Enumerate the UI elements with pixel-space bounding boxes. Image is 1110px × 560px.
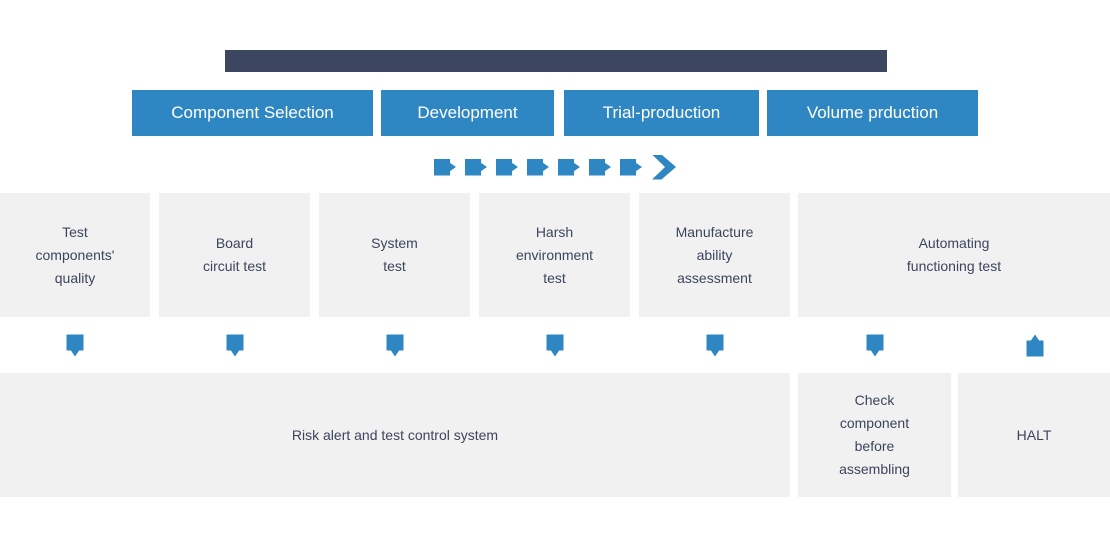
test-box-system-test: System test (319, 193, 470, 317)
square-arrow-right-icon (620, 158, 642, 176)
timeline-bar (225, 50, 887, 72)
test-box-components-quality: Test components' quality (0, 193, 150, 317)
square-arrow-up-icon (1027, 335, 1044, 357)
test-box-label: Manufacture ability assessment (675, 223, 754, 286)
square-arrow-right-icon (434, 158, 456, 176)
square-arrow-right-icon (496, 158, 518, 176)
square-arrow-down-icon (387, 335, 404, 357)
bottom-box-label: Check component before assembling (839, 392, 910, 477)
square-arrow-right-icon (527, 158, 549, 176)
phase-label: Development (417, 103, 518, 122)
square-arrow-down-icon (547, 335, 564, 357)
chevron-right-icon (652, 154, 676, 180)
bottom-box-halt: HALT (958, 373, 1110, 497)
test-box-label: Board circuit test (202, 235, 266, 274)
phase-label: Volume prduction (806, 103, 939, 122)
test-box-label: System test (371, 235, 418, 274)
square-arrow-down-icon (867, 335, 884, 357)
test-box-label: Test components' quality (35, 223, 115, 286)
square-arrow-right-icon (589, 158, 611, 176)
flow-arrow-strip (0, 154, 1110, 180)
test-box-label: Automating functioning test (906, 235, 1002, 274)
phase-button-development[interactable]: Development (381, 90, 554, 136)
test-box-board-circuit-test: Board circuit test (159, 193, 310, 317)
test-box-manufacture-ability: Manufacture ability assessment (639, 193, 790, 317)
square-arrow-down-icon (707, 335, 724, 357)
bottom-box-label: HALT (1016, 426, 1052, 443)
square-arrow-right-icon (465, 158, 487, 176)
phase-label: Component Selection (171, 103, 334, 122)
phase-label: Trial-production (602, 103, 721, 122)
bottom-box-label: Risk alert and test control system (291, 426, 499, 443)
square-arrow-right-icon (558, 158, 580, 176)
square-arrow-down-icon (67, 335, 84, 357)
test-box-harsh-environment-test: Harsh environment test (479, 193, 630, 317)
test-box-automating-functioning: Automating functioning test (798, 193, 1110, 317)
test-box-label: Harsh environment test (515, 223, 594, 286)
phase-button-component-selection[interactable]: Component Selection (132, 90, 373, 136)
phase-button-volume-production[interactable]: Volume prduction (767, 90, 978, 136)
bottom-box-check-component: Check component before assembling (798, 373, 951, 497)
square-arrow-down-icon (227, 335, 244, 357)
phase-button-trial-production[interactable]: Trial-production (564, 90, 759, 136)
bottom-box-risk-alert: Risk alert and test control system (0, 373, 790, 497)
